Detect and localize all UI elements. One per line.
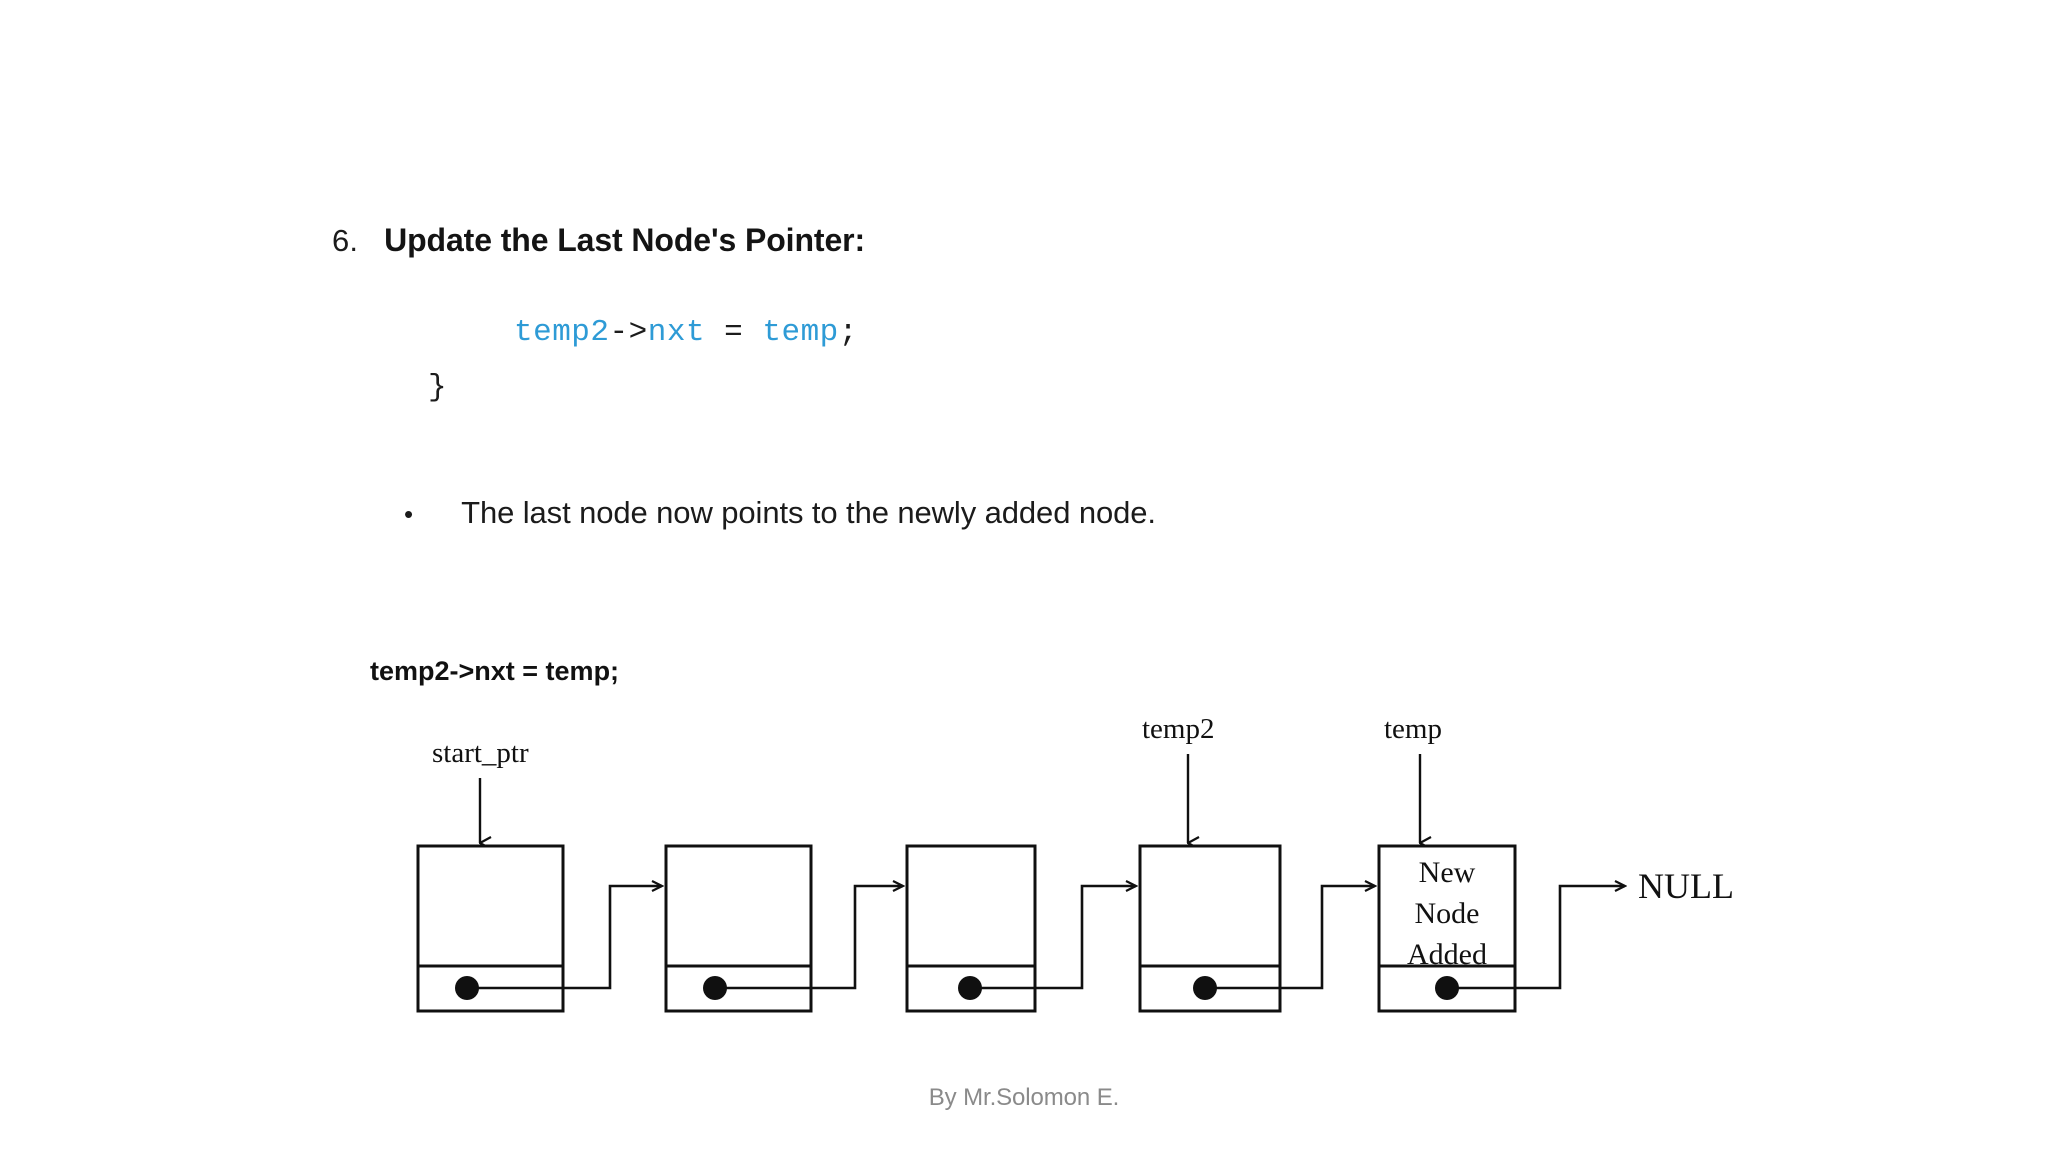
slide-footer-attribution: By Mr.Solomon E.	[928, 1084, 1120, 1111]
heading-title: Update the Last Node's Pointer:	[384, 222, 866, 258]
node-link-1-2	[715, 886, 903, 990]
linked-list-diagram: temp2->nxt = temp; start_ptr temp2 temp	[370, 650, 1770, 1070]
bullet-text: The last node now points to the newly ad…	[461, 495, 1156, 530]
heading-number: 6.	[332, 223, 359, 258]
pointer-label-start-ptr: start_ptr	[432, 737, 529, 769]
bullet-marker-icon: •	[404, 499, 414, 529]
new-node-label-line-1: New	[1419, 856, 1476, 889]
code-identifier-temp: temp	[762, 315, 839, 350]
node-link-0-1	[467, 886, 662, 990]
list-node-1	[664, 844, 813, 1013]
node-link-2-3	[970, 886, 1136, 990]
node-box	[664, 844, 813, 1013]
code-operator-semicolon: ;	[838, 315, 858, 350]
new-node-label-line-2: Node	[1415, 897, 1480, 930]
list-node-0	[416, 844, 565, 1013]
diagram-caption: temp2->nxt = temp;	[370, 656, 619, 686]
node-box	[416, 844, 565, 1013]
code-identifier-nxt: nxt	[647, 315, 706, 350]
node-link-4-null	[1447, 886, 1625, 990]
new-node-label-line-3: Added	[1407, 938, 1487, 971]
null-terminator-label: NULL	[1638, 866, 1734, 906]
code-operator-arrow: ->	[609, 315, 648, 350]
page-title: 6. Update the Last Node's Pointer:	[332, 222, 865, 259]
list-item: • The last node now points to the newly …	[404, 495, 1156, 531]
code-operator-equals: =	[705, 315, 763, 350]
list-node-3	[1138, 844, 1282, 1013]
pointer-label-temp: temp	[1384, 713, 1442, 745]
list-node-2	[905, 844, 1037, 1013]
code-closing-brace: }	[428, 370, 447, 405]
node-link-3-4	[1205, 886, 1375, 990]
pointer-label-temp2: temp2	[1142, 713, 1215, 745]
list-node-4-new-node: New Node Added	[1377, 844, 1517, 1013]
code-identifier-temp2: temp2	[514, 315, 610, 350]
code-statement: temp2->nxt = temp;	[514, 315, 858, 350]
